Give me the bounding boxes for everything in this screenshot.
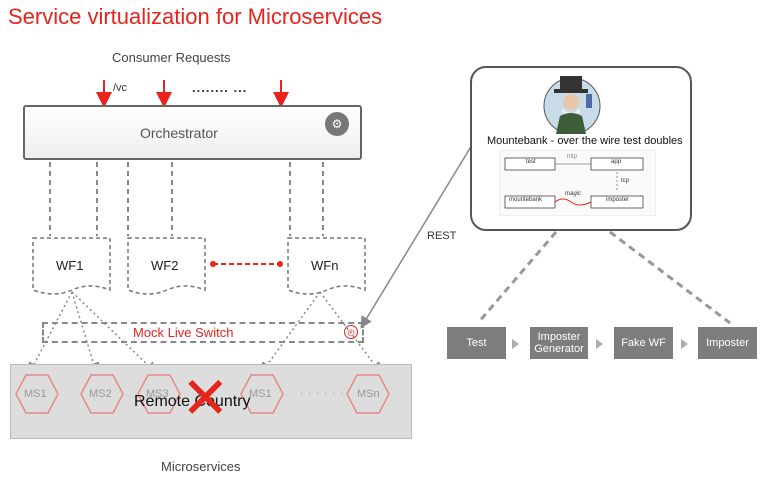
flow-arrow-icon <box>512 339 519 349</box>
mock-live-switch-label: Mock Live Switch <box>133 325 234 340</box>
mini-magic-label: magic <box>565 191 582 197</box>
consumer-requests-label: Consumer Requests <box>112 50 231 65</box>
ms2-label: MS2 <box>89 388 112 400</box>
mountebank-mascot-icon <box>543 76 601 134</box>
flow-test-box: Test <box>447 327 506 359</box>
msn-label: MSn <box>357 388 380 400</box>
mini-http-label: http <box>567 154 578 160</box>
ms1-label: MS1 <box>24 388 47 400</box>
wf2-label: WF2 <box>151 258 179 273</box>
requests-ellipsis: ........ ... <box>192 80 248 95</box>
cross-icon: ✕ <box>181 366 230 431</box>
rest-label: REST <box>427 230 457 242</box>
mini-mountebank-label: mountebank <box>509 197 543 203</box>
wf2-shape <box>127 237 206 295</box>
orchestrator-gear-icon: ⚙ <box>325 112 349 136</box>
flow-arrow-icon <box>596 339 603 349</box>
remote-country-label: Remote Country <box>134 393 251 410</box>
flow-imposter-generator-box: Imposter Generator <box>530 327 588 359</box>
mini-test-label: test <box>526 159 536 165</box>
wf1-shape <box>32 237 111 295</box>
ms-ellipsis: . . . . . . <box>300 385 345 397</box>
mini-imposter-label: imposter <box>606 197 630 203</box>
mini-tcp-label: tcp <box>621 178 630 184</box>
wfn-label: WFn <box>311 258 339 273</box>
mountebank-caption: Mountebank - over the wire test doubles <box>487 135 683 147</box>
microservices-band <box>10 364 412 439</box>
orchestrator-label: Orchestrator <box>140 125 218 141</box>
flow-fake-wf-box: Fake WF <box>614 327 673 359</box>
request-path-label: /vc <box>113 82 128 94</box>
orchestrator-box <box>23 105 362 160</box>
rest-connector <box>360 134 479 329</box>
mock-live-switch[interactable] <box>42 322 364 343</box>
ms1b-label: MS1 <box>249 388 272 400</box>
power-icon[interactable]: ⏻ <box>344 325 358 339</box>
microservices-caption: Microservices <box>161 459 241 474</box>
wfn-shape <box>287 237 366 295</box>
flow-imposter-box: Imposter <box>698 327 757 359</box>
mini-app-label: app <box>611 159 622 165</box>
page-title: Service virtualization for Microservices <box>8 4 383 29</box>
mini-diagram-shapes <box>504 157 644 209</box>
wf1-label: WF1 <box>56 258 84 273</box>
ms3-label: MS3 <box>146 388 169 400</box>
flow-arrow-icon <box>681 339 688 349</box>
